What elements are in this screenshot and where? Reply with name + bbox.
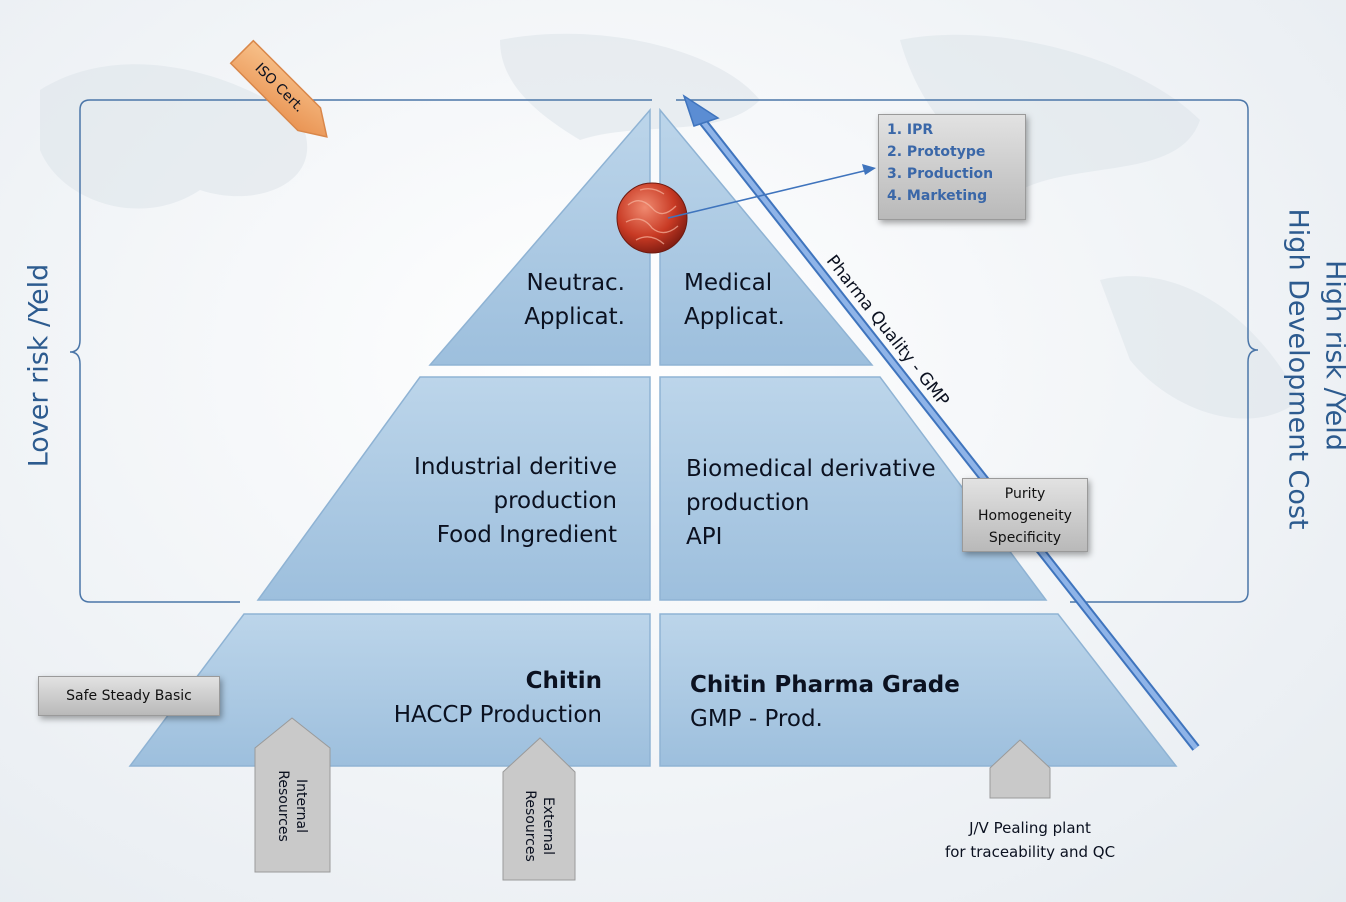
top-left-text: Neutrac. Applicat.: [524, 270, 625, 330]
jv-arrow: [989, 739, 1051, 799]
segment-base-right: [659, 613, 1178, 767]
left-risk-label: Lover risk /Yeld: [23, 263, 55, 468]
top-right-text: Medical Applicat.: [684, 270, 785, 330]
product-ball-icon: [616, 182, 688, 254]
left-bracket: [69, 99, 652, 603]
steps-box: 1. IPR 2. Prototype 3. Production 4. Mar…: [878, 114, 1026, 220]
iso-tag-shape: [229, 39, 328, 138]
safe-steady-basic-box: Safe Steady Basic: [38, 676, 220, 716]
ball-to-steps-arrow: [667, 169, 869, 219]
external-resources-label: External Resources: [522, 790, 556, 862]
base-left-text: Chitin HACCP Production: [393, 668, 602, 728]
mid-right-text: Biomedical derivative production API: [686, 456, 936, 550]
gmp-arrow: [682, 94, 1200, 751]
pyramid: [128, 107, 1178, 767]
right-risk-label-line1: High risk /Yeld: [1319, 260, 1346, 451]
external-resources-arrow: [502, 737, 576, 881]
segment-mid-left: [256, 376, 651, 601]
right-bracket: [676, 99, 1259, 603]
internal-resources-arrow: [254, 717, 331, 873]
right-risk-label-line2: High Development Cost: [1282, 208, 1314, 530]
jv-plant-text: J/V Pealing plant for traceability and Q…: [944, 819, 1116, 861]
base-right-text: Chitin Pharma Grade GMP - Prod.: [690, 672, 960, 732]
internal-resources-label: Internal Resources: [275, 770, 309, 842]
segment-mid-right: [659, 376, 1048, 601]
quality-box: Purity Homogeneity Specificity: [962, 478, 1088, 552]
mid-left-text: Industrial deritive production Food Ingr…: [414, 454, 617, 548]
